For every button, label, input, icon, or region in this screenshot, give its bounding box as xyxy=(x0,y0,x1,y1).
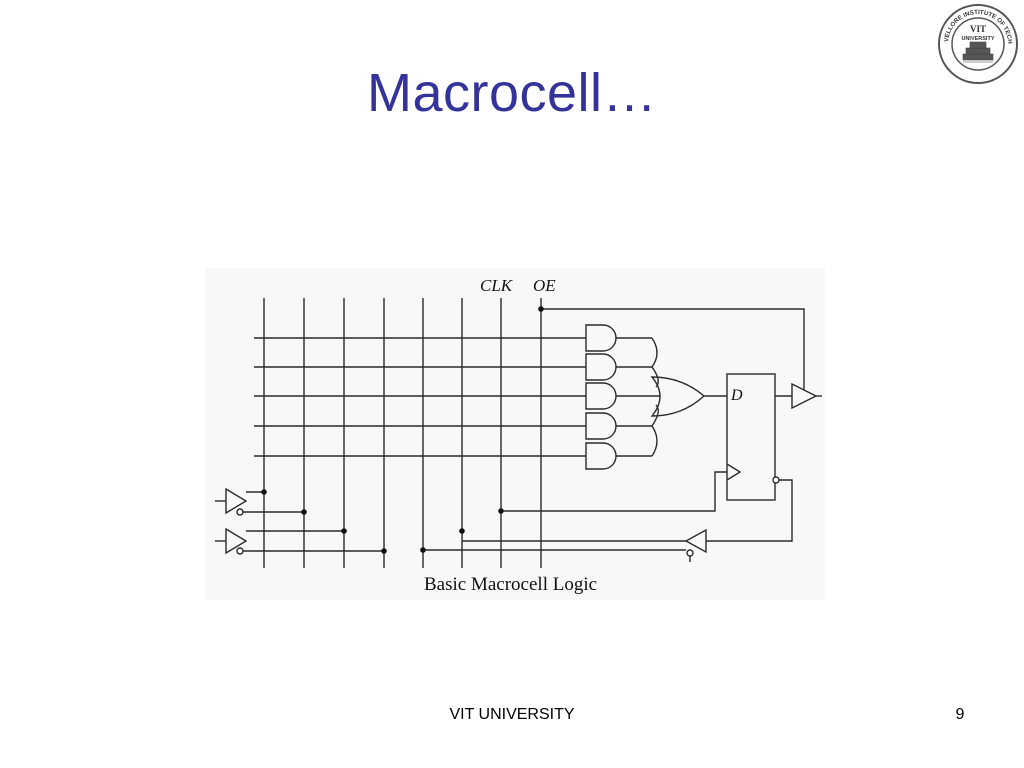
d-flip-flop xyxy=(726,373,776,501)
input-buffers xyxy=(215,487,384,555)
oe-label: OE xyxy=(533,276,556,295)
clk-wire xyxy=(501,471,727,512)
logo-center-line1: VIT xyxy=(970,24,986,34)
q-bar-bubble xyxy=(772,476,780,484)
diagram-caption: Basic Macrocell Logic xyxy=(424,574,597,595)
feedback-wire xyxy=(706,479,793,542)
clock-input-triangle xyxy=(726,463,742,481)
product-term-lines xyxy=(254,337,586,457)
or-gate xyxy=(650,376,706,417)
vit-university-logo: VELLORE INSTITUTE OF TECHNOLOGY VIT UNIV… xyxy=(936,2,1018,84)
logo-building-icon xyxy=(962,41,994,63)
diagram-background xyxy=(205,268,825,600)
oe-control-wire xyxy=(541,308,805,390)
macrocell-logic-diagram: CLK OE D Basic Macrocell Logic xyxy=(205,268,825,600)
logo-center-line2: UNIVERSITY xyxy=(961,36,994,42)
footer-university: VIT UNIVERSITY xyxy=(449,706,575,723)
feedback-buffer xyxy=(684,528,707,554)
slide-title: Macrocell… xyxy=(366,63,658,123)
page-number: 9 xyxy=(955,706,965,723)
clk-label: CLK xyxy=(480,276,514,295)
junction-dots xyxy=(261,306,544,554)
vertical-input-lines xyxy=(263,298,542,568)
and-to-or-wires xyxy=(616,337,660,457)
and-gates xyxy=(585,324,617,470)
d-input-label: D xyxy=(730,387,743,404)
